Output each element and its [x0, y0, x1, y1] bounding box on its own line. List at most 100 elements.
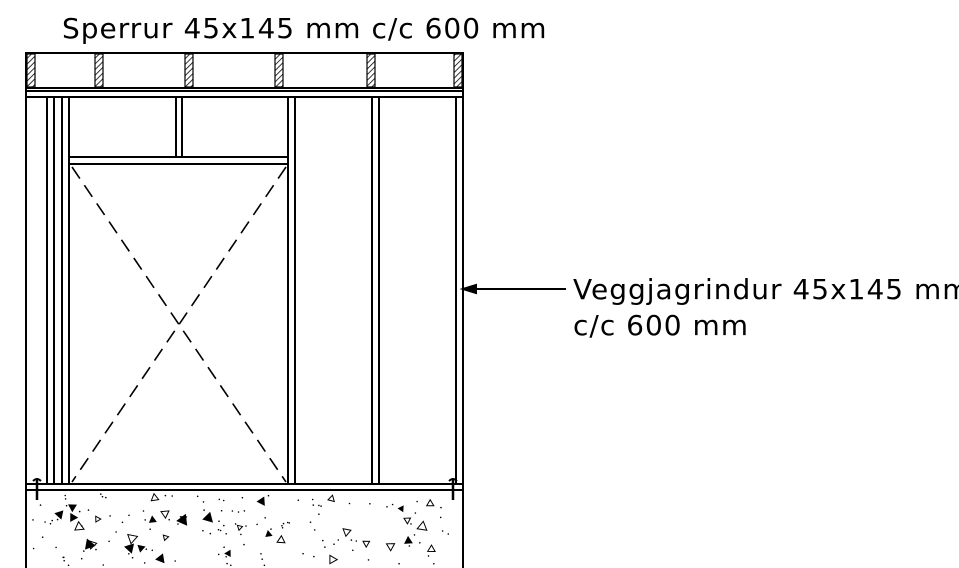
concrete-dot: [230, 564, 232, 567]
concrete-dot: [318, 513, 320, 515]
rafter-section: [453, 53, 463, 88]
concrete-dot: [225, 556, 227, 558]
concrete-dot: [51, 519, 53, 522]
concrete-dot: [109, 515, 111, 517]
concrete-dot: [408, 545, 411, 547]
rafter-section: [366, 53, 376, 88]
concrete-aggregate: [329, 554, 339, 565]
concrete-dot: [149, 528, 151, 530]
concrete-dot: [440, 506, 442, 509]
concrete-dot: [168, 518, 170, 521]
concrete-dot: [410, 523, 412, 525]
concrete-dot: [174, 560, 176, 562]
concrete-dot: [217, 528, 220, 531]
concrete-dot: [219, 529, 222, 532]
concrete-dot: [80, 557, 83, 560]
concrete-aggregate: [403, 517, 412, 525]
concrete-dot: [128, 514, 130, 517]
rafter-band-outline: [25, 52, 464, 89]
concrete-dot: [318, 504, 320, 507]
top-plate: [26, 90, 463, 98]
concrete-dot: [270, 528, 272, 530]
concrete-dot: [352, 549, 354, 552]
concrete-dot: [218, 498, 221, 501]
concrete-dot: [348, 502, 351, 505]
concrete-dot: [32, 547, 35, 550]
concrete-dot: [142, 510, 145, 512]
concrete-aggregate: [176, 513, 188, 526]
concrete-dot: [355, 540, 358, 542]
concrete-dot: [128, 553, 130, 555]
concrete-aggregate: [88, 540, 98, 550]
concrete-dot: [87, 509, 90, 511]
concrete-aggregate: [127, 533, 139, 545]
concrete-dot: [143, 562, 146, 564]
concrete-dot: [231, 510, 234, 512]
concrete-dot: [151, 549, 154, 552]
concrete-dot: [49, 522, 52, 525]
concrete-dot: [447, 533, 450, 535]
concrete-dot: [234, 523, 237, 525]
concrete-dot: [202, 529, 204, 532]
concrete-dot: [220, 509, 223, 512]
rafter-section: [26, 53, 36, 88]
concrete-dot: [281, 525, 283, 527]
concrete-dot: [367, 559, 370, 561]
concrete-aggregate: [385, 543, 396, 552]
concrete-aggregate: [416, 520, 428, 531]
concrete-dot: [101, 495, 104, 498]
concrete-dot: [286, 521, 289, 524]
concrete-dot: [78, 510, 81, 513]
concrete-dot: [144, 519, 146, 521]
concrete-dot: [313, 529, 316, 531]
concrete-dot: [102, 564, 105, 566]
concrete-aggregate: [327, 494, 336, 503]
concrete-dot: [240, 533, 242, 536]
concrete-dot: [427, 555, 430, 557]
concrete-dot: [217, 553, 220, 556]
concrete-dot: [177, 523, 179, 525]
rafter-label: Sperrur 45x145 mm c/c 600 mm: [62, 12, 547, 45]
concrete-dot: [222, 499, 225, 502]
concrete-dot: [95, 548, 97, 551]
concrete-aggregate: [224, 549, 231, 558]
concrete-dot: [281, 527, 284, 529]
concrete-dot: [297, 499, 300, 502]
concrete-dot: [441, 530, 444, 532]
concrete-aggregate: [160, 510, 170, 520]
concrete-dot: [164, 494, 167, 497]
concrete-dot: [369, 503, 371, 505]
concrete-aggregate: [276, 534, 286, 544]
concrete-dot: [243, 510, 246, 512]
concrete-aggregate: [74, 520, 85, 531]
concrete-dot: [55, 546, 57, 549]
concrete-dot: [311, 498, 314, 501]
concrete-dot: [309, 521, 312, 523]
wall-studs: [46, 97, 457, 484]
concrete-aggregate: [150, 492, 160, 502]
concrete-dot: [67, 564, 70, 567]
concrete-aggregate: [362, 540, 371, 549]
concrete-dot: [391, 503, 394, 506]
stud-label-line1: Veggjagrindur 45x145 mm: [573, 273, 959, 306]
concrete-dot: [243, 543, 245, 546]
door-header: [69, 156, 288, 165]
concrete-dot: [263, 564, 266, 567]
concrete-dot: [202, 501, 205, 503]
concrete-dot: [56, 518, 59, 521]
concrete-dot: [416, 500, 418, 503]
concrete-aggregate: [95, 515, 102, 523]
concrete-aggregate: [397, 505, 404, 513]
concrete-aggregate: [137, 544, 146, 553]
concrete-dot: [337, 539, 340, 541]
concrete-dot: [267, 494, 270, 497]
concrete-dot: [414, 512, 417, 514]
concrete-dot: [32, 519, 34, 521]
concrete-dot: [324, 546, 326, 548]
concrete-aggregate: [265, 530, 273, 538]
concrete-dot: [83, 550, 85, 552]
concrete-dot: [121, 521, 124, 524]
concrete-dot: [223, 524, 225, 527]
concrete-dot: [100, 493, 102, 495]
concrete-aggregate: [155, 553, 165, 564]
